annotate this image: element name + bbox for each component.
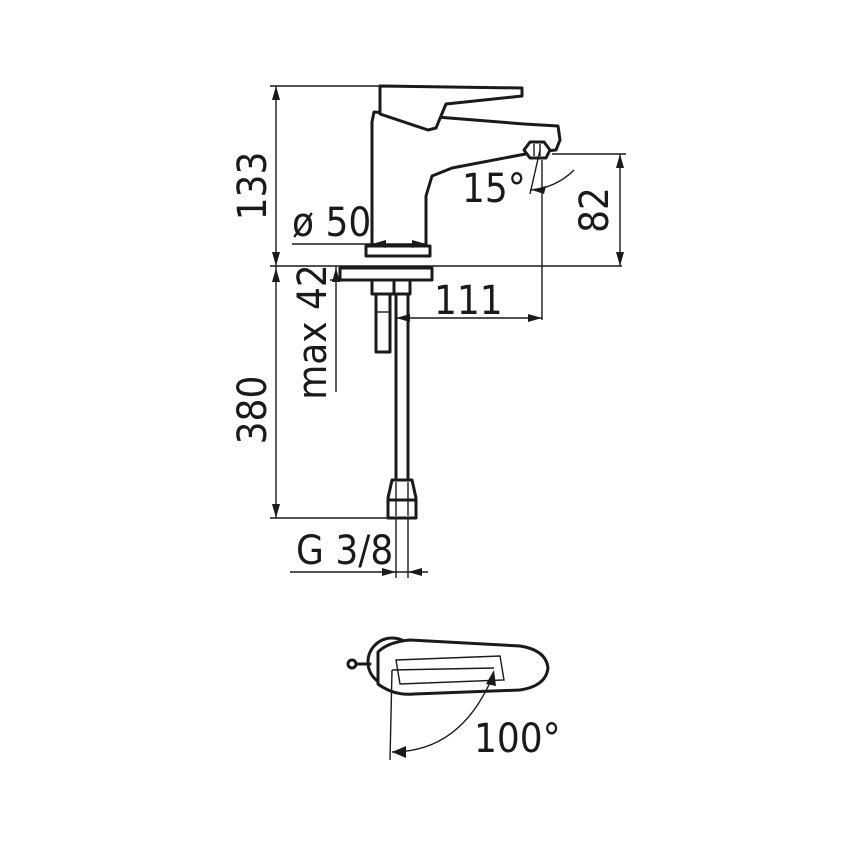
lever-handle	[378, 84, 524, 132]
faucet-top-view	[346, 636, 550, 761]
faucet-side-view	[270, 84, 622, 520]
base-ring	[364, 244, 432, 258]
dimension-lines	[270, 85, 626, 578]
dim-max-deck-thickness: max 42	[290, 264, 336, 400]
flexible-hose	[394, 278, 410, 482]
rotation-axis-line	[389, 669, 393, 761]
dim-base-diameter: ø 50	[292, 200, 371, 246]
dim-spout-height: 82	[572, 187, 618, 233]
mounting-nut	[370, 278, 396, 296]
dim-total-height: 133	[230, 152, 276, 221]
dim-connection-thread: G 3/8	[296, 528, 393, 574]
dim-lever-rotation: 100°	[474, 716, 561, 762]
dim-spout-projection: 111	[434, 278, 503, 324]
dim-spout-angle: 15°	[462, 166, 526, 212]
top-view-lever	[376, 638, 550, 696]
dim-hose-length: 380	[230, 376, 276, 445]
threaded-rod	[374, 292, 392, 354]
aerator	[522, 140, 552, 160]
mounting-washer	[338, 266, 434, 282]
